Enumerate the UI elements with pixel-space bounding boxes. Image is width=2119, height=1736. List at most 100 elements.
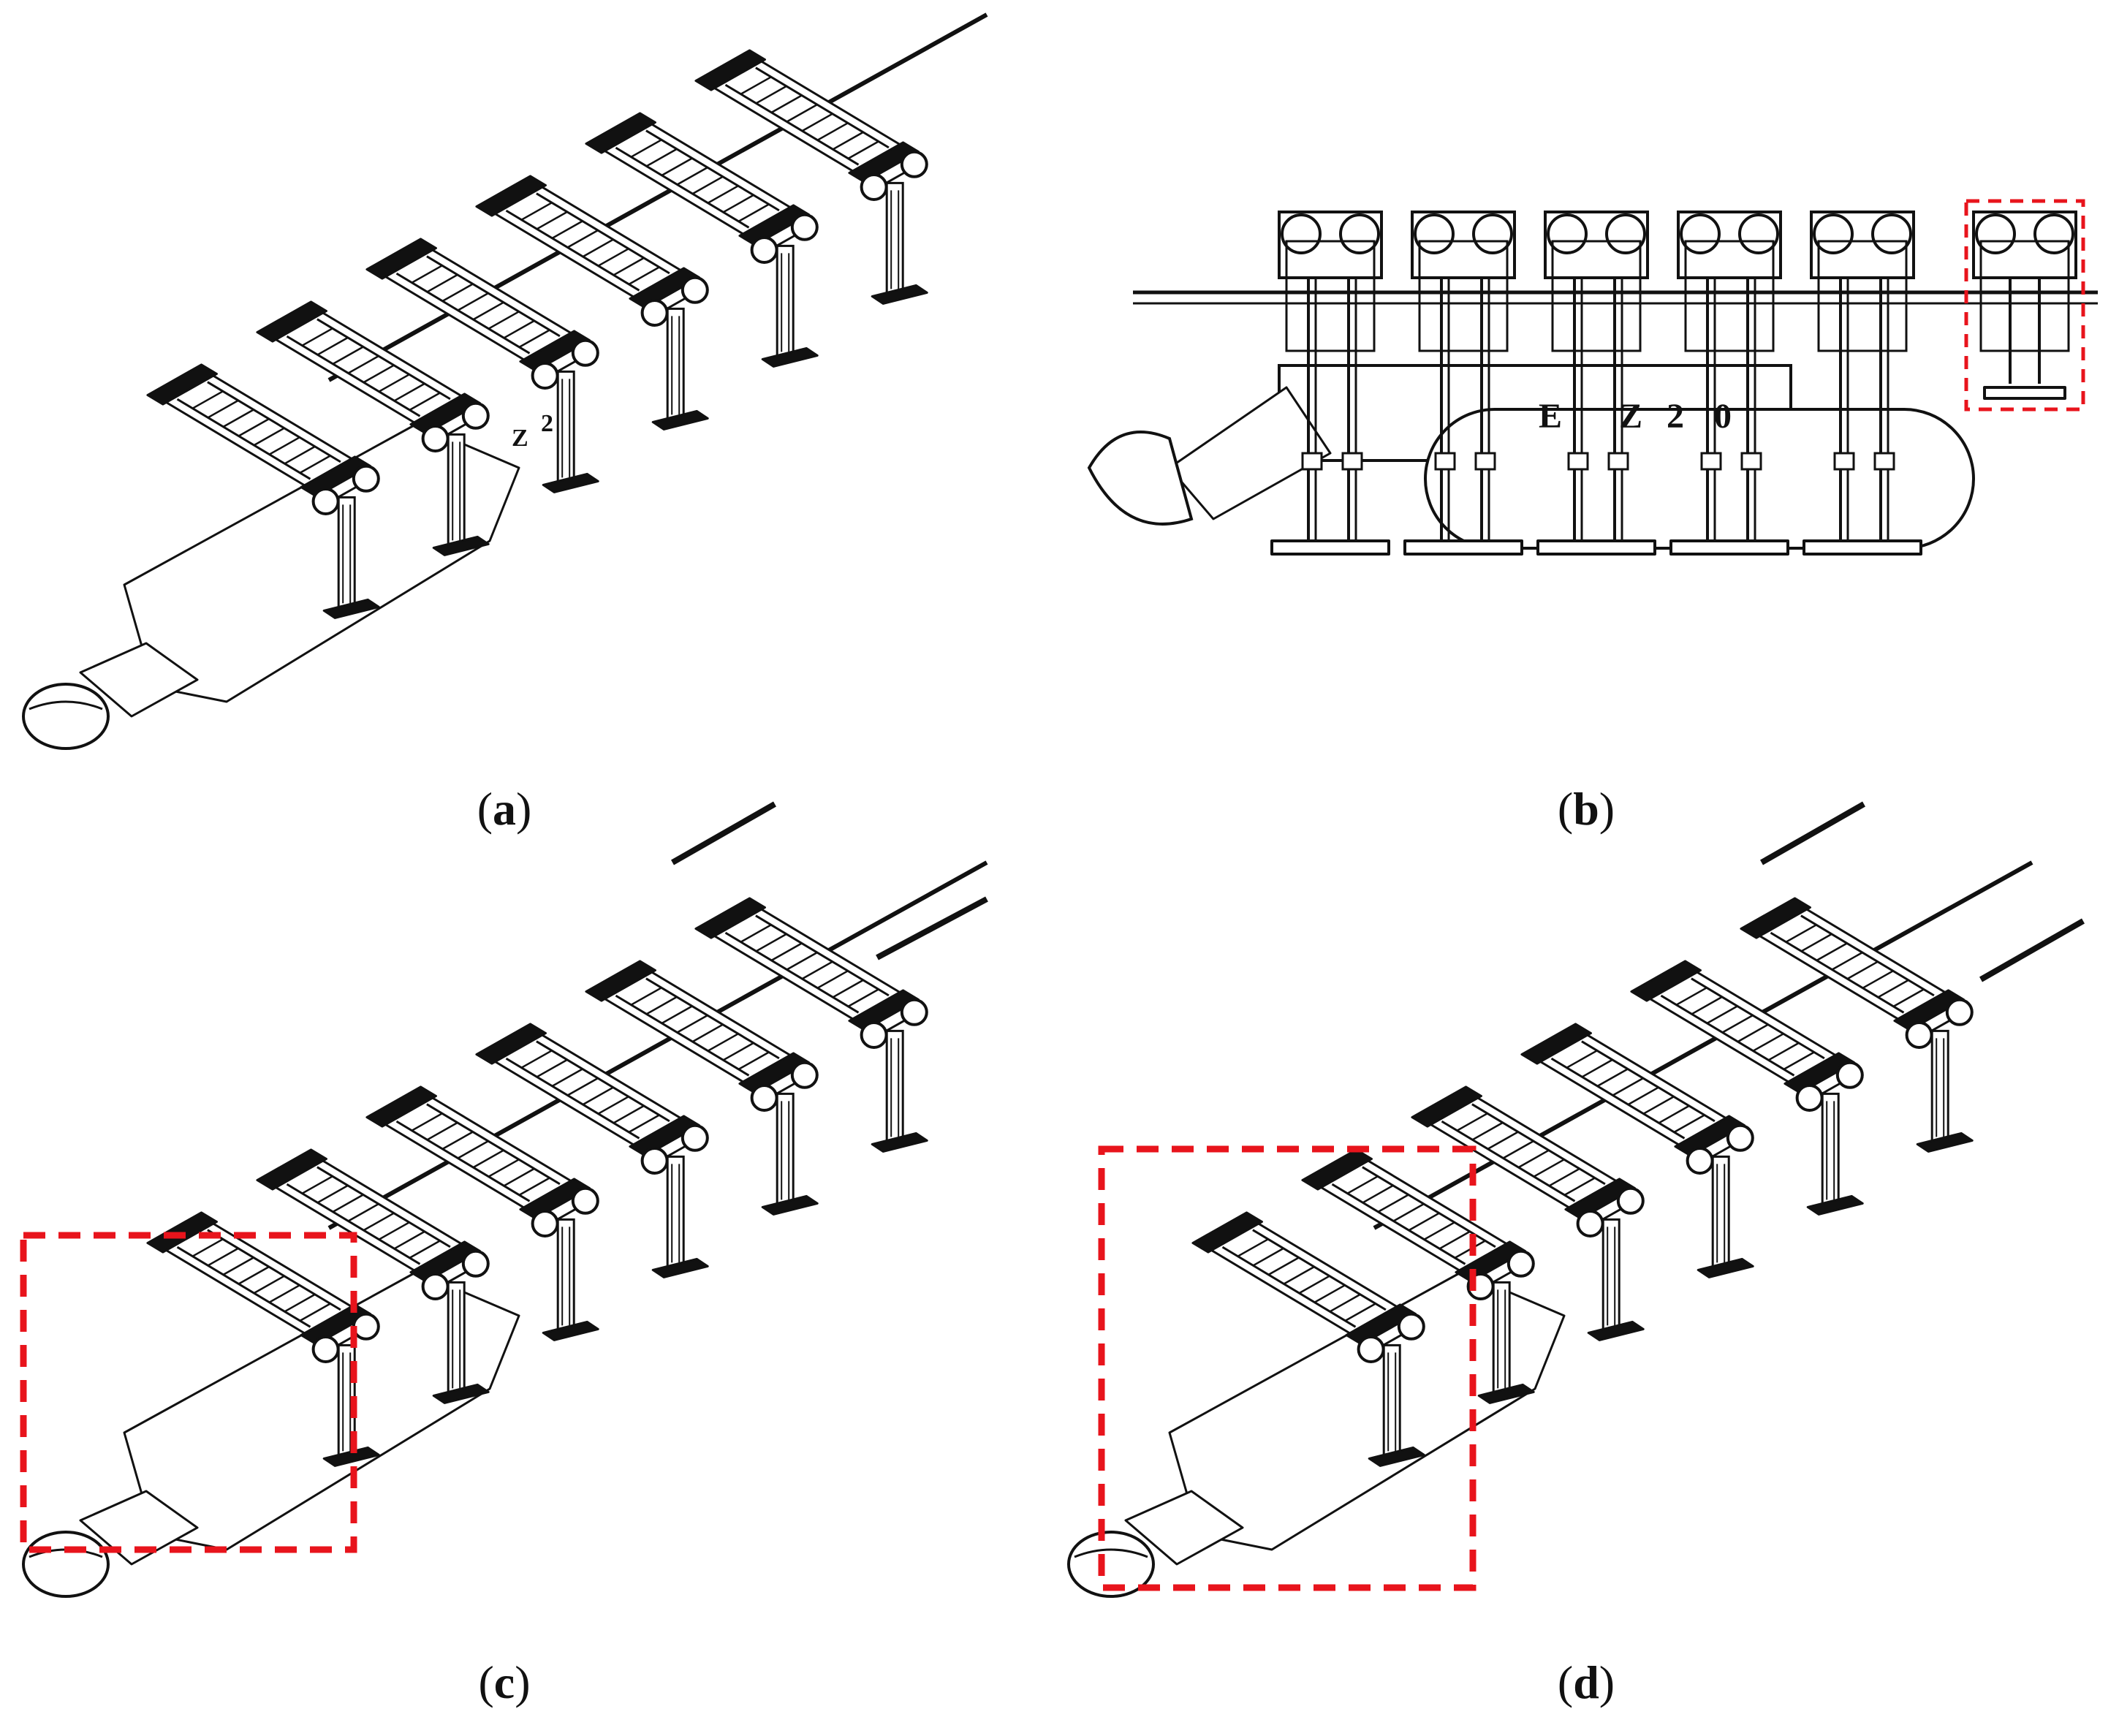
module-slat-edge [1550, 1057, 1686, 1140]
joint-disc [1605, 213, 1646, 254]
joint-disc [1945, 998, 1974, 1026]
robot-drawing-a: Z2 [22, 12, 988, 750]
leg-foot-pad [1669, 539, 1789, 556]
cutter-arm [1168, 386, 1332, 520]
module-slat [676, 167, 708, 186]
leg-foot-pad [1270, 539, 1390, 556]
cutter-head [22, 683, 110, 750]
module-slat [536, 1058, 568, 1078]
module-rail-back [1740, 897, 1811, 939]
module-slat [1517, 1149, 1550, 1169]
module-slat [503, 319, 535, 339]
body-label-letter: 0 [1714, 397, 1732, 436]
joint-disc [1339, 213, 1380, 254]
leg-clamp [1567, 452, 1589, 471]
module-slat [1892, 988, 1925, 1007]
joint-disc [1616, 1186, 1645, 1215]
module-rail-back [1411, 1085, 1482, 1128]
module-rail-back [1520, 1023, 1592, 1065]
module-slat [1346, 1175, 1379, 1194]
module-rail-back [1301, 1148, 1373, 1191]
leg-strut [1601, 1218, 1620, 1330]
module-slat [1252, 1247, 1284, 1267]
module-slat [1471, 1121, 1504, 1141]
module-slat [332, 1194, 364, 1213]
module-slat [832, 979, 864, 998]
leg-clamp [1607, 452, 1629, 471]
leg-clamp [1301, 452, 1323, 471]
support-rod [1373, 860, 2033, 1230]
module-slat [409, 1240, 441, 1259]
leg-foot-pad [871, 284, 928, 305]
module-slat [551, 1068, 583, 1087]
module-slat-edge [286, 335, 421, 417]
leg-strut [776, 1092, 795, 1205]
leg-foot-pad [432, 1383, 490, 1404]
module-slat [426, 1121, 458, 1141]
module-slat [503, 1167, 535, 1187]
joint-disc [1576, 1210, 1604, 1237]
joint-disc [1680, 213, 1721, 254]
module-slat [332, 346, 364, 365]
leg-strut [666, 307, 685, 420]
module-slat [722, 1042, 754, 1061]
cutter-head [1087, 431, 1194, 526]
leg-clamp [1434, 452, 1456, 471]
leg-foot-pad [432, 535, 490, 556]
d-leg-module-6 [1740, 897, 1974, 1153]
module-slat-edge [1800, 914, 1935, 997]
module-slat-edge [505, 209, 640, 292]
robot-drawing-c [20, 801, 988, 1598]
caption-a: (a) [477, 783, 532, 835]
joint-disc [1871, 213, 1912, 254]
support-rod [671, 801, 776, 865]
leg-foot-pad [871, 1132, 928, 1153]
module-slat-edge [615, 994, 750, 1077]
module-slat [301, 1175, 333, 1194]
c-robot [22, 860, 988, 1598]
module-slat [770, 942, 803, 961]
module-slat [1314, 1284, 1346, 1303]
module-slat-edge [176, 1246, 311, 1328]
leg-clamp [1700, 452, 1722, 471]
leg-foot-pad [1697, 1257, 1754, 1278]
module-slat [1548, 1167, 1580, 1187]
leg-foot-pad [542, 472, 599, 493]
leg-strut [447, 1281, 466, 1393]
module-rail-back [1191, 1211, 1263, 1254]
module-slat-edge [645, 977, 780, 1060]
module-slat [457, 1140, 489, 1159]
panel-d-isometric-robot [1060, 801, 2119, 1659]
module-slat [1563, 1177, 1596, 1196]
module-slat-edge [207, 381, 341, 463]
module-slat-edge [505, 1057, 640, 1140]
joint-disc [1547, 213, 1588, 254]
joint-disc [1686, 1147, 1714, 1175]
module-slat [801, 960, 833, 980]
joint-disc [1738, 213, 1779, 254]
module-slat [426, 273, 458, 293]
module-slat [1362, 1184, 1394, 1204]
module-slat [441, 283, 474, 302]
joint-disc [352, 464, 380, 493]
module-slat [347, 1203, 379, 1222]
module-slat [316, 336, 349, 356]
module-slat-edge [536, 1040, 670, 1123]
joint-disc [1726, 1123, 1754, 1152]
module-slat [770, 94, 803, 113]
module-slat [238, 418, 270, 437]
caption-c-letter: c [493, 1656, 515, 1708]
module-rail-back [1630, 960, 1702, 1002]
module-slat [347, 355, 379, 374]
module-rail-back [585, 112, 656, 154]
module-frame [1285, 240, 1376, 352]
support-rod [327, 860, 988, 1230]
module-frame [1418, 240, 1509, 352]
module-slat [520, 1050, 553, 1069]
module-slat [661, 1005, 693, 1024]
module-slat [1800, 933, 1832, 952]
module-slat [457, 292, 489, 311]
module-slat [847, 988, 879, 1007]
